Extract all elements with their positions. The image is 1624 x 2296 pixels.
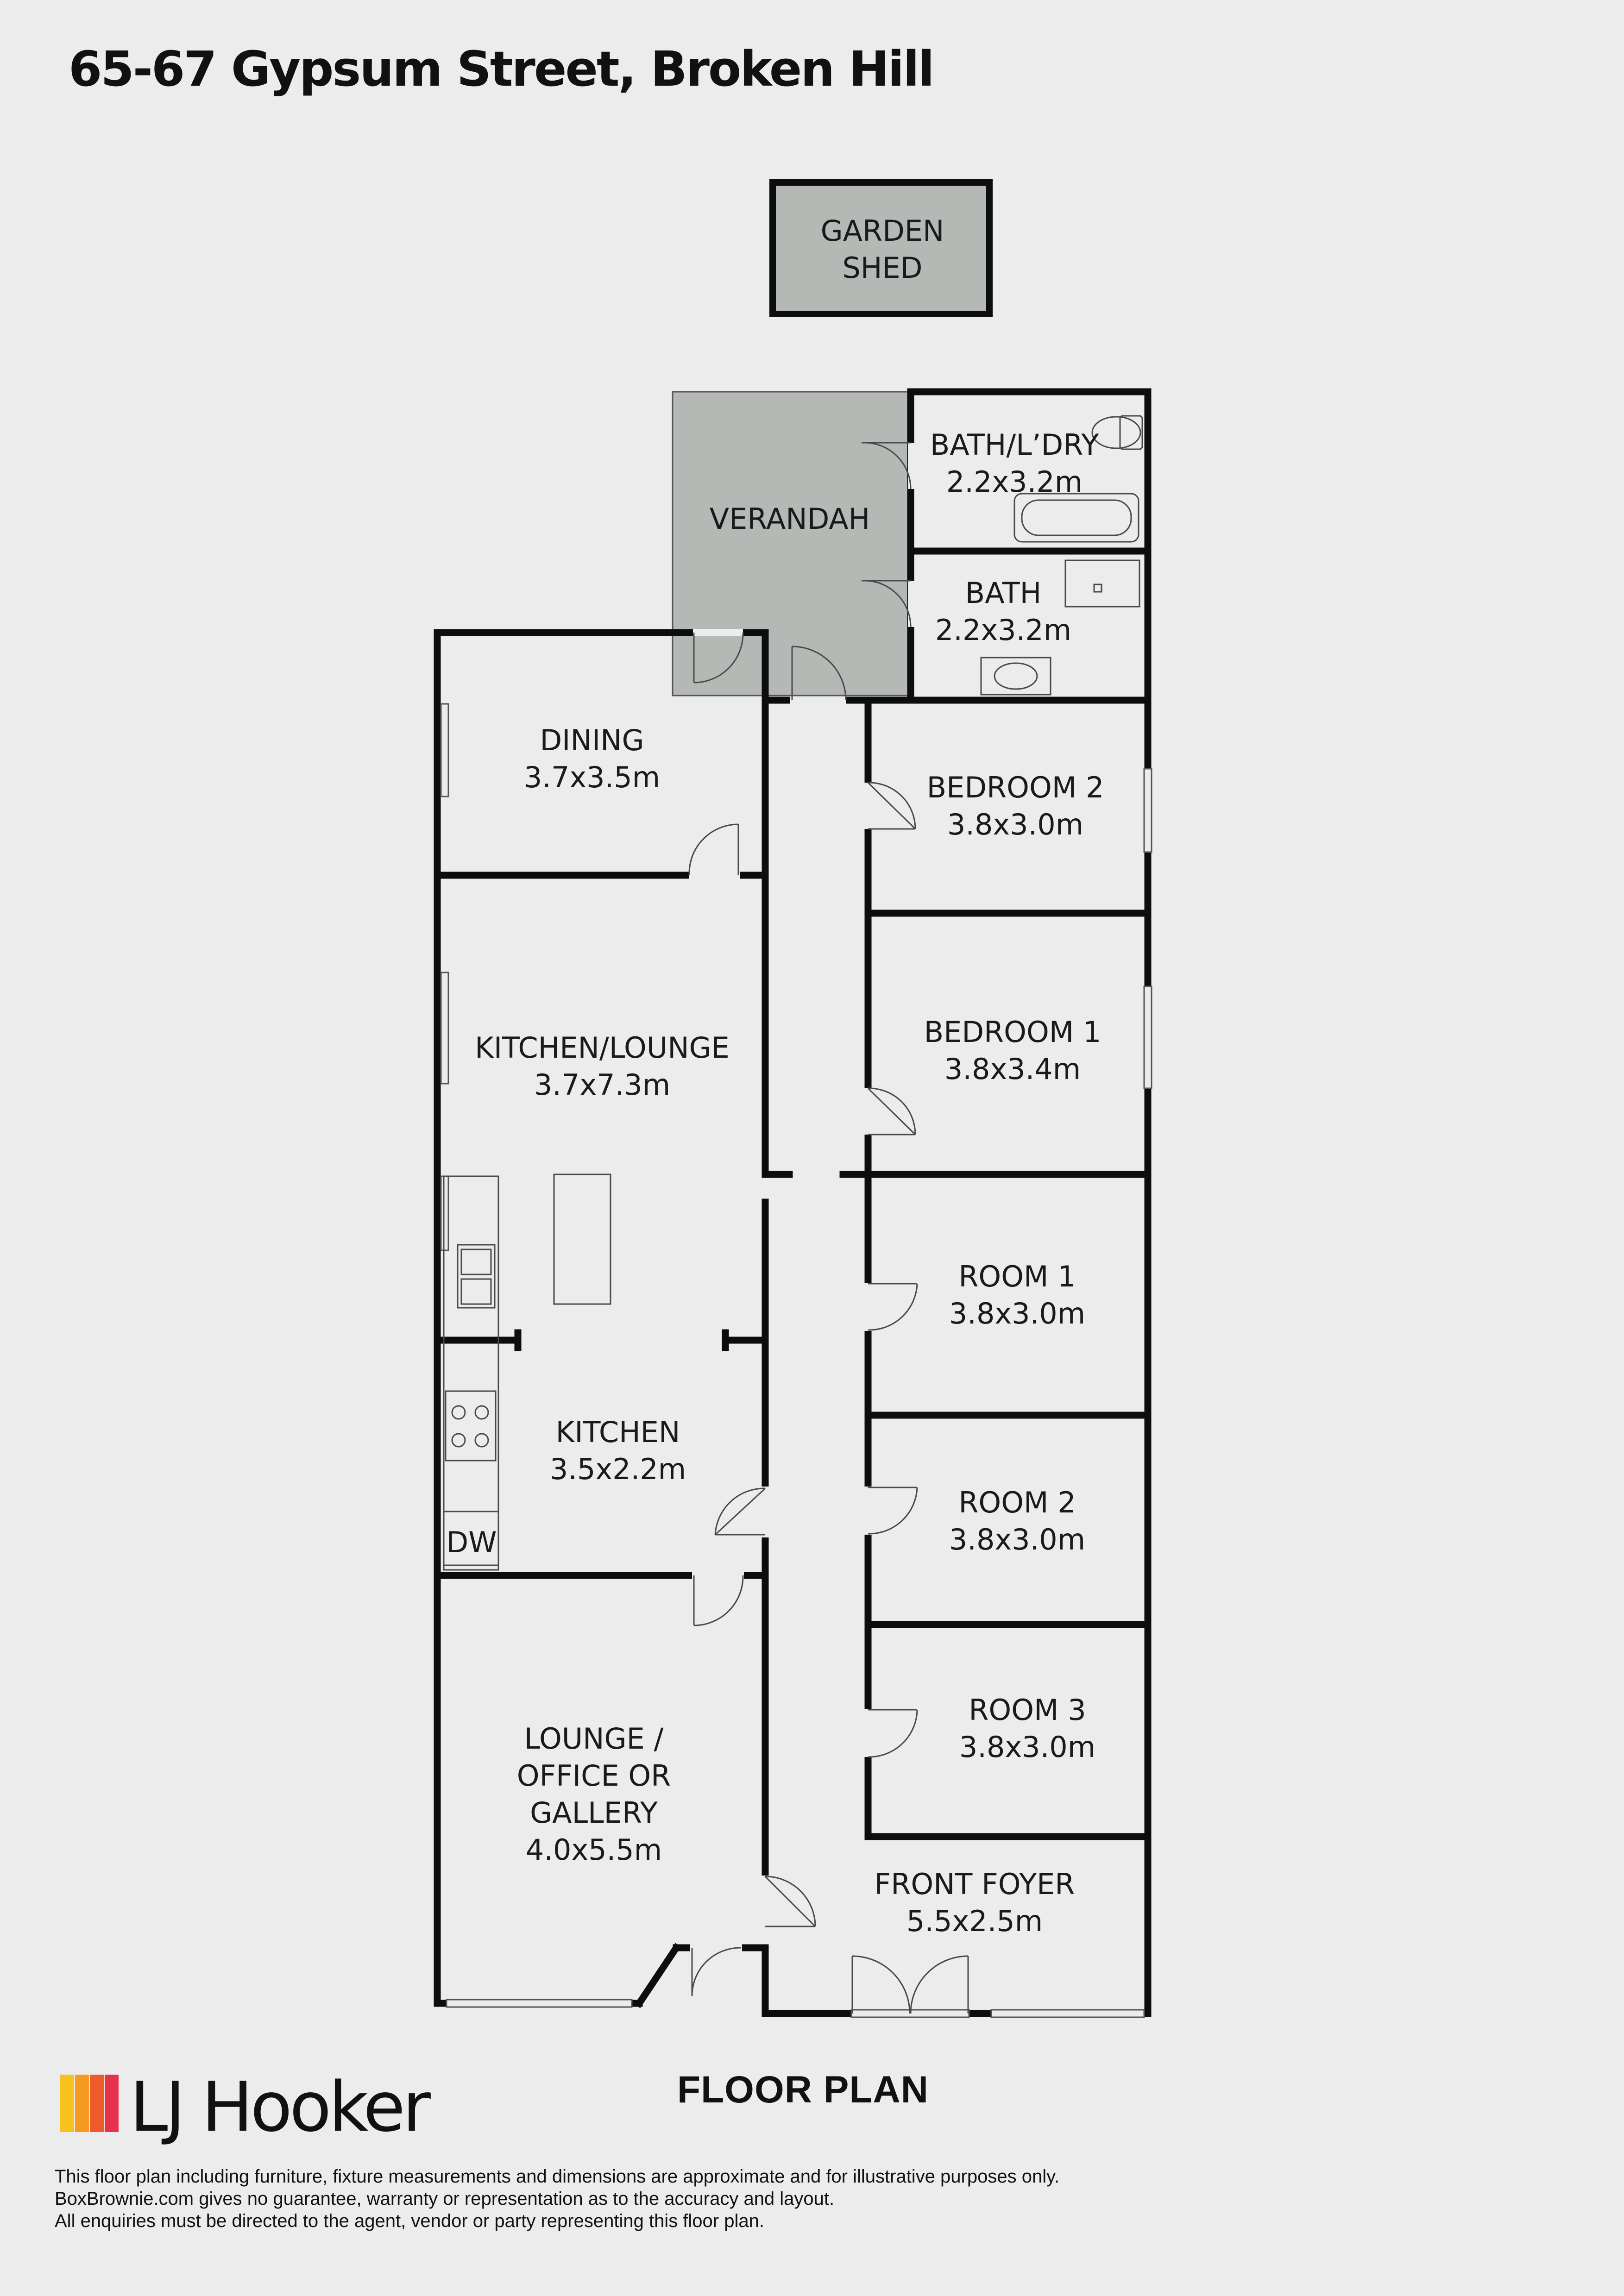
room-1-label: ROOM 1 bbox=[958, 1260, 1076, 1293]
fixtures bbox=[443, 415, 1143, 1571]
room-3-label: ROOM 3 bbox=[969, 1693, 1086, 1727]
page-title: 65-67 Gypsum Street, Broken Hill bbox=[69, 41, 934, 97]
brand-name: LJ Hooker bbox=[130, 2067, 431, 2147]
disclaimer-line: This floor plan including furniture, fix… bbox=[55, 2166, 1060, 2187]
lounge-label-line2: OFFICE OR bbox=[517, 1759, 671, 1793]
dishwasher bbox=[443, 1511, 499, 1571]
bath-label: BATH bbox=[965, 576, 1042, 610]
bath-laundry-size: 2.2x3.2m bbox=[946, 465, 1083, 499]
brand-bars-icon bbox=[60, 2075, 119, 2132]
kitchen-bench bbox=[443, 1175, 499, 1566]
shower-icon bbox=[1064, 559, 1140, 608]
disclaimer-line: All enquiries must be directed to the ag… bbox=[55, 2211, 764, 2231]
kitchen-lounge-label: KITCHEN/LOUNGE bbox=[475, 1031, 730, 1065]
room-1-size: 3.8x3.0m bbox=[949, 1297, 1085, 1330]
room-3-size: 3.8x3.0m bbox=[959, 1730, 1095, 1764]
garden-shed: GARDEN SHED bbox=[769, 179, 993, 317]
room-2-label: ROOM 2 bbox=[958, 1486, 1076, 1519]
cooktop-icon bbox=[445, 1390, 497, 1462]
dining-label: DINING bbox=[540, 723, 644, 757]
bath-laundry-label: BATH/L’DRY bbox=[930, 428, 1099, 462]
front-foyer-size: 5.5x2.5m bbox=[906, 1904, 1043, 1938]
bedroom-1-size: 3.8x3.4m bbox=[944, 1052, 1081, 1086]
kitchen-label: KITCHEN bbox=[556, 1415, 680, 1449]
kitchen-lounge-size: 3.7x7.3m bbox=[534, 1068, 670, 1102]
windows bbox=[440, 703, 1152, 2018]
dishwasher-label: DW bbox=[446, 1525, 497, 1559]
lounge-label-line1: LOUNGE / bbox=[524, 1722, 664, 1756]
sink-icon bbox=[457, 1244, 496, 1309]
doors bbox=[688, 442, 970, 2018]
lounge-label-line3: GALLERY bbox=[530, 1796, 658, 1830]
verandah-label: VERANDAH bbox=[710, 502, 870, 536]
island-bench bbox=[553, 1173, 611, 1305]
dining-size: 3.7x3.5m bbox=[524, 760, 660, 794]
basin-icon bbox=[980, 657, 1051, 696]
verandah: VERANDAH bbox=[672, 391, 911, 696]
bathtub-icon bbox=[1013, 493, 1139, 543]
bedroom-2-label: BEDROOM 2 bbox=[927, 771, 1104, 804]
kitchen-size: 3.5x2.2m bbox=[550, 1452, 686, 1486]
disclaimer-line: BoxBrownie.com gives no guarantee, warra… bbox=[55, 2189, 835, 2209]
disclaimer: This floor plan including furniture, fix… bbox=[55, 2165, 1059, 2232]
bedroom-2-size: 3.8x3.0m bbox=[947, 808, 1083, 841]
garden-shed-label-line2: SHED bbox=[843, 251, 923, 285]
room-2-size: 3.8x3.0m bbox=[949, 1523, 1085, 1556]
floor-plan-heading: FLOOR PLAN bbox=[677, 2069, 929, 2111]
front-foyer-label: FRONT FOYER bbox=[875, 1867, 1075, 1901]
lounge-size: 4.0x5.5m bbox=[526, 1833, 662, 1867]
bath-size: 2.2x3.2m bbox=[935, 613, 1071, 647]
garden-shed-label-line1: GARDEN bbox=[821, 214, 944, 248]
toilet-icon bbox=[1091, 416, 1141, 449]
bedroom-1-label: BEDROOM 1 bbox=[924, 1015, 1102, 1049]
